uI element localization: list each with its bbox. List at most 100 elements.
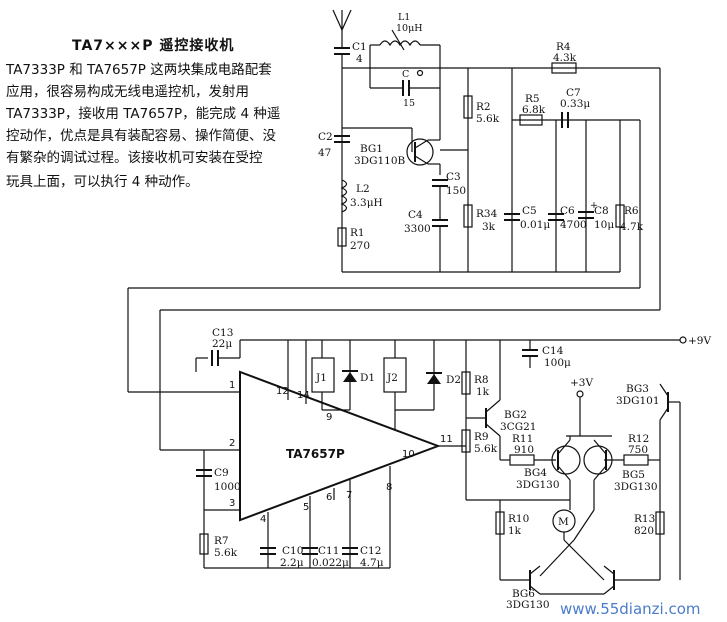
c13-name: C13 [212, 327, 233, 339]
capacitor-c1 [334, 47, 350, 68]
description-line-5: 有繁杂的调试过程。该接收机可安装在受控 [6, 150, 263, 166]
bg3-value: 3DG101 [616, 395, 660, 407]
r7-name: R7 [214, 535, 229, 547]
supply-3v-terminal-icon[interactable] [576, 390, 584, 398]
watermark: www.55dianzi.com [560, 600, 701, 618]
l1-value: 10μH [396, 23, 423, 34]
relay-j1 [311, 357, 335, 393]
transistor-bg2 [466, 340, 501, 437]
transistor-bg4 [551, 436, 581, 496]
transistor-bg6 [500, 565, 541, 595]
ic-pin-5: 5 [303, 502, 309, 513]
description-line-3: TA7333P，接收用 TA7657P，能完成 4 种遥 [6, 106, 281, 122]
c11-name: C11 [318, 545, 339, 557]
r13-value: 820 [634, 525, 654, 537]
r10-name: R10 [508, 513, 529, 525]
ic-pin-11: 11 [440, 434, 453, 445]
description-line-4: 控动作，优点是具有装配容易、操作简便、没 [6, 128, 276, 144]
ic-pin-8: 8 [386, 482, 392, 493]
resistor-r6 [615, 204, 625, 228]
resistor-r2 [463, 95, 473, 119]
svg-text:+: + [590, 200, 598, 211]
bg5-name: BG5 [622, 469, 645, 481]
bg6-name: BG6 [512, 588, 535, 600]
supply-9v-label: +9V [688, 335, 711, 347]
supply-3v-label: +3V [570, 377, 593, 389]
inductor-l2 [340, 179, 348, 213]
c13-value: 22μ [212, 338, 232, 350]
r12-value: 750 [628, 444, 648, 456]
r7-value: 5.6k [214, 547, 238, 559]
j1-name: J1 [315, 372, 327, 384]
c1-value: 4 [356, 53, 363, 65]
r1-name: R1 [350, 227, 365, 239]
bg2-value: 3CG21 [500, 421, 536, 433]
transistor-bg7 [603, 565, 660, 595]
r5-name: R5 [525, 93, 540, 105]
d1-name: D1 [360, 372, 375, 384]
bg1-value: 3DG110B [354, 155, 406, 167]
c7-name: C7 [566, 87, 581, 99]
capacitor-c3 [432, 179, 448, 205]
r9-value: 5.6k [474, 443, 498, 455]
transistor-bg3 [659, 383, 681, 580]
ic-pin-6: 6 [326, 492, 332, 503]
l2-value: 3.3μH [350, 197, 383, 209]
c2-value: 47 [318, 147, 331, 159]
c12-value: 4.7μ [360, 557, 384, 569]
bg4-value: 3DG130 [516, 479, 560, 491]
d2-name: D2 [446, 374, 461, 386]
r2-name: R2 [476, 101, 491, 113]
description-line-2: 应用，很容易构成无线电遥控机，发射用 [6, 84, 249, 100]
inductor-l1 [369, 29, 441, 68]
r4-name: R4 [556, 41, 571, 53]
bg2-name: BG2 [504, 409, 527, 421]
c9-value: 1000 [214, 481, 241, 493]
motor-label: M [558, 516, 569, 528]
supply-terminal-icon[interactable] [679, 336, 687, 344]
resistor-r1 [337, 227, 347, 247]
c6-name: C6 [560, 205, 575, 217]
ic-ta7657p [239, 370, 441, 522]
resistor-r12 [623, 454, 649, 466]
r4-value: 4.3k [553, 52, 577, 64]
article-title: TA7×××P 遥控接收机 [72, 38, 235, 54]
ic-pin-7: 7 [346, 490, 352, 501]
ic-pin-1: 1 [229, 380, 235, 391]
r5-value: 6.8k [522, 104, 546, 116]
transistor-bg5 [583, 439, 613, 496]
r12-name: R12 [628, 433, 649, 445]
bg6-value: 3DG130 [506, 599, 550, 611]
ic-pin-9: 9 [326, 412, 332, 423]
diode-d2 [426, 372, 442, 384]
capacitor-c4 [432, 205, 448, 272]
bg4-name: BG4 [524, 467, 547, 479]
c5-value: 0.01μ [520, 219, 550, 231]
c12-name: C12 [360, 545, 381, 557]
resistor-r13 [655, 511, 665, 535]
transistor-bg1 [388, 88, 441, 175]
c1-name: C1 [352, 41, 367, 53]
resistor-r9 [461, 429, 471, 453]
c-name: C [402, 69, 409, 80]
c11-value: 0.022μ [312, 557, 349, 569]
ic-pin-2: 2 [229, 438, 235, 449]
bg5-value: 3DG130 [614, 481, 658, 493]
c10-value: 2.2μ [280, 557, 304, 569]
bg3-name: BG3 [626, 383, 649, 395]
l2-name: L2 [356, 183, 370, 195]
c9-name: C9 [214, 467, 229, 479]
r2-value: 5.6k [476, 113, 500, 125]
c10-name: C10 [282, 545, 303, 557]
c5-name: C5 [522, 205, 537, 217]
c3-value: 150 [446, 185, 466, 197]
capacitor-c2 [334, 127, 388, 143]
l1-name: L1 [398, 12, 410, 23]
c6-value: 4700 [560, 219, 587, 231]
c8-name: C8 [594, 205, 609, 217]
r8-value: 1k [476, 386, 490, 398]
r1-value: 270 [350, 240, 370, 252]
c2-name: C2 [318, 131, 333, 143]
